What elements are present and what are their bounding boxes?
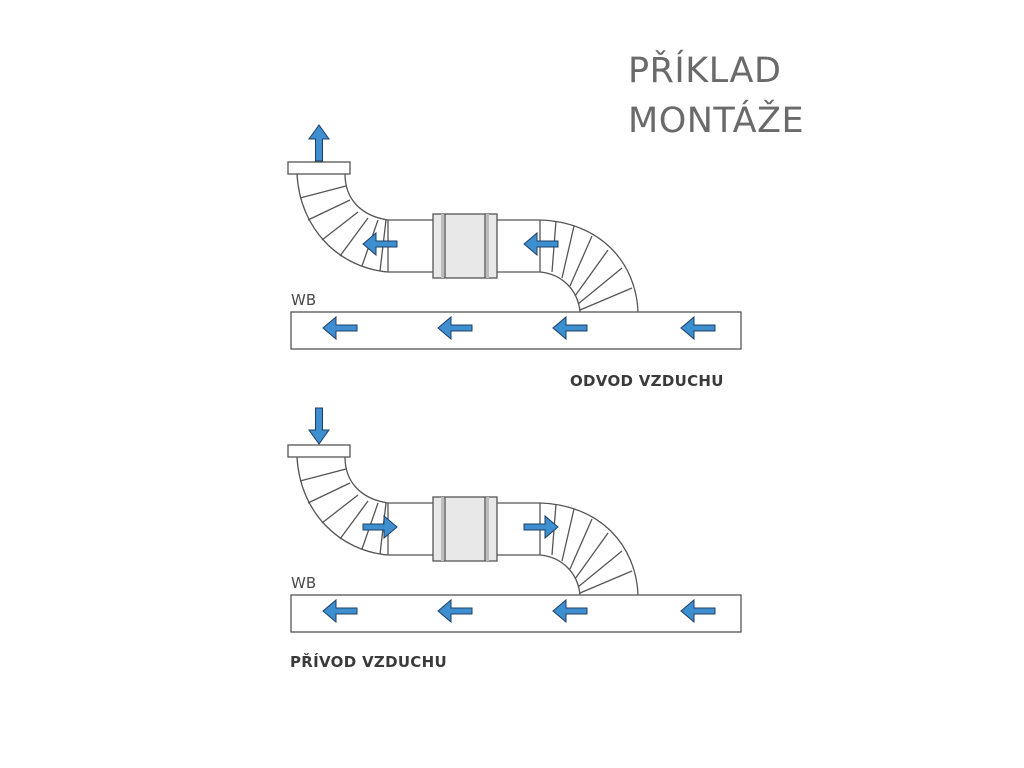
left-elbow-segment bbox=[299, 185, 347, 199]
page-title: PŘÍKLAD MONTÁŽE bbox=[628, 46, 804, 146]
left-elbow-segment bbox=[321, 211, 359, 241]
right-elbow-inner bbox=[539, 554, 581, 596]
main-duct bbox=[290, 594, 742, 633]
left-elbow-segment bbox=[299, 468, 347, 482]
duct-assembly: WB bbox=[287, 124, 742, 350]
left-elbow-outer bbox=[296, 456, 389, 556]
outlet-flange bbox=[287, 444, 351, 458]
main-duct-flow-arrow bbox=[552, 598, 588, 624]
duct-label: WB bbox=[291, 291, 316, 309]
duct-flow-arrow bbox=[362, 231, 398, 257]
right-elbow-inner bbox=[539, 271, 581, 313]
duct-flow-arrow bbox=[523, 514, 559, 540]
title-line-1: PŘÍKLAD bbox=[628, 51, 782, 91]
right-elbow-segment bbox=[574, 249, 609, 297]
duct-assembly: WB bbox=[287, 407, 742, 633]
left-elbow-segment bbox=[321, 494, 359, 524]
main-duct-flow-arrow bbox=[322, 598, 358, 624]
right-elbow-segment bbox=[577, 550, 623, 588]
left-elbow-inner bbox=[344, 456, 389, 504]
main-duct-flow-arrow bbox=[680, 598, 716, 624]
left-elbow-segment bbox=[307, 199, 351, 221]
right-elbow-segment bbox=[569, 235, 593, 287]
main-duct-flow-arrow bbox=[437, 598, 473, 624]
right-elbow-outer bbox=[539, 219, 639, 313]
title-line-2: MONTÁŽE bbox=[628, 101, 805, 141]
exhaust-caption: ODVOD VZDUCHU bbox=[570, 372, 724, 390]
fan-band bbox=[441, 214, 444, 278]
left-elbow-segment bbox=[307, 482, 351, 504]
left-elbow-inner bbox=[344, 173, 389, 221]
left-elbow-segment bbox=[339, 217, 369, 257]
fan-band bbox=[486, 497, 489, 561]
outlet-flange bbox=[287, 161, 351, 175]
outlet-flow-arrow bbox=[308, 124, 330, 162]
right-elbow-segment bbox=[574, 532, 609, 580]
main-duct-flow-arrow bbox=[680, 315, 716, 341]
duct-label: WB bbox=[291, 574, 316, 592]
main-duct-flow-arrow bbox=[552, 315, 588, 341]
outlet-flow-arrow bbox=[308, 407, 330, 445]
duct-flow-arrow bbox=[362, 514, 398, 540]
left-elbow-outer bbox=[296, 173, 389, 273]
supply-caption: PŘÍVOD VZDUCHU bbox=[290, 653, 447, 671]
right-elbow-segment bbox=[577, 267, 623, 305]
left-elbow-segment bbox=[339, 500, 369, 540]
main-duct-flow-arrow bbox=[322, 315, 358, 341]
right-elbow-segment bbox=[579, 570, 633, 594]
right-elbow-segment bbox=[579, 287, 633, 311]
right-elbow-segment bbox=[569, 518, 593, 570]
right-elbow-segment bbox=[561, 508, 575, 562]
right-elbow-segment bbox=[561, 225, 575, 279]
duct-flow-arrow bbox=[523, 231, 559, 257]
fan-band bbox=[486, 214, 489, 278]
main-duct-flow-arrow bbox=[437, 315, 473, 341]
right-elbow-outer bbox=[539, 502, 639, 596]
fan-band bbox=[441, 497, 444, 561]
main-duct bbox=[290, 311, 742, 350]
